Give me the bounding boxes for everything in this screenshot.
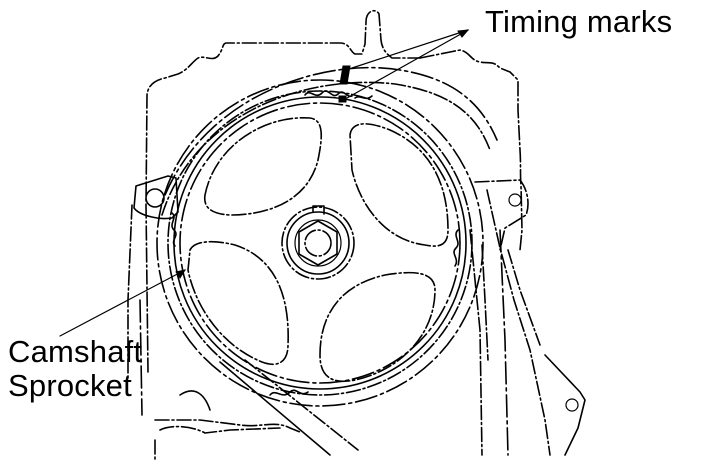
center-bolt — [281, 205, 355, 280]
lower-housing — [154, 390, 301, 461]
camshaft-sprocket-leader — [59, 269, 187, 337]
camshaft-sprocket-label-line2: Sprocket — [8, 368, 132, 403]
timing-marks-leader — [346, 29, 470, 99]
camshaft-sprocket-label: Camshaft Sprocket — [8, 335, 142, 403]
camshaft-sprocket — [156, 79, 484, 407]
timing-mark-sprocket — [338, 95, 347, 103]
camshaft-sprocket-label-line1: Camshaft — [8, 334, 143, 369]
timing-marks-label: Timing marks — [485, 4, 673, 39]
cylinder-head-outline — [127, 9, 523, 416]
tensioner-bracket — [474, 179, 586, 456]
timing-mark-cover — [339, 65, 351, 85]
